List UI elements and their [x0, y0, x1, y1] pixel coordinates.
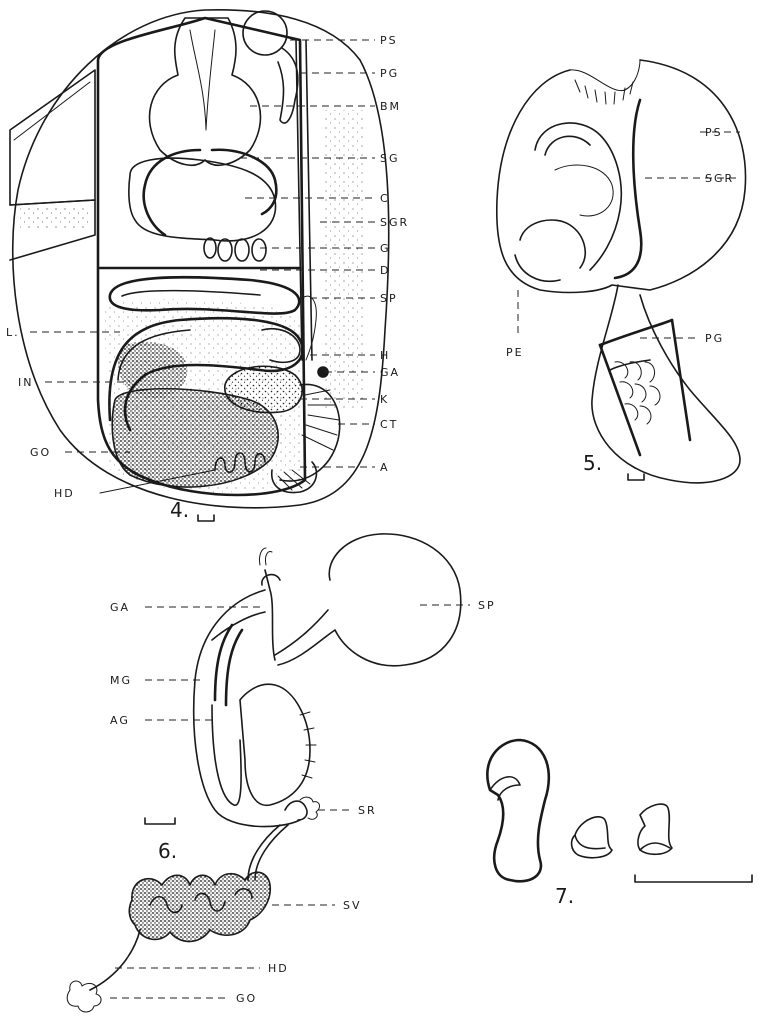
label-in: IN	[18, 376, 33, 389]
label-c: C	[380, 192, 390, 205]
label-hd: HD	[268, 962, 289, 975]
label-hd: HD	[54, 487, 75, 500]
label-ps: PS	[705, 126, 723, 139]
figure-4	[10, 10, 389, 521]
label-a: A	[380, 461, 390, 474]
figure-5	[497, 60, 746, 483]
figure-5-caption: 5.	[583, 451, 602, 475]
figure-6-leaders	[110, 605, 470, 998]
figure-7	[487, 740, 752, 882]
figure-6-labels: GA SP MG AG SR SV HD GO 6.	[110, 599, 496, 1005]
label-g: G	[380, 242, 391, 255]
label-pg: PG	[705, 332, 724, 345]
figure-7-caption: 7.	[555, 884, 574, 908]
label-d: D	[380, 264, 390, 277]
label-go: GO	[30, 446, 51, 459]
label-sgr: SGR	[705, 172, 734, 185]
label-ga: GA	[380, 366, 400, 379]
label-ps: PS	[380, 34, 398, 47]
label-sp: SP	[380, 292, 398, 305]
label-sr: SR	[358, 804, 377, 817]
label-mg: MG	[110, 674, 132, 687]
label-ct: CT	[380, 418, 398, 431]
figure-7-labels: 7.	[555, 884, 574, 908]
label-pe: PE	[506, 346, 524, 359]
figure-6-caption: 6.	[158, 839, 177, 863]
figure-5-leaders	[518, 132, 740, 338]
label-sg: SG	[380, 152, 400, 165]
label-k: K	[380, 393, 389, 406]
label-go: GO	[236, 992, 257, 1005]
label-ga: GA	[110, 601, 130, 614]
label-bm: BM	[380, 100, 401, 113]
label-sgr: SGR	[380, 216, 409, 229]
figure-4-caption: 4.	[170, 498, 189, 522]
label-ag: AG	[110, 714, 130, 727]
label-pg: PG	[380, 67, 399, 80]
label-l: L.	[6, 326, 20, 339]
label-sp: SP	[478, 599, 496, 612]
label-h: H	[380, 349, 390, 362]
label-sv: SV	[343, 899, 362, 912]
